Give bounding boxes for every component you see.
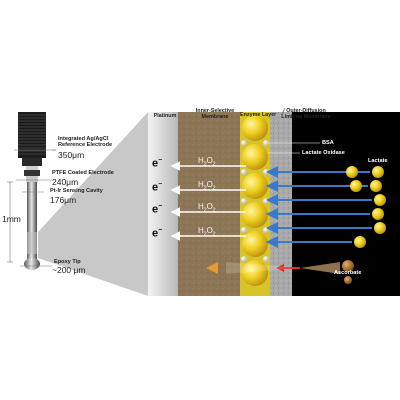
- electron-label: e−: [152, 227, 163, 240]
- ascorbate-transparent-wedge: [226, 262, 300, 274]
- reference-electrode-size: 350μm: [58, 150, 85, 160]
- ascorbate-rejected-arrow: [206, 262, 218, 274]
- ascorbate-wedge: [300, 262, 340, 274]
- h2o2-label: H2O2: [198, 226, 216, 238]
- outer-diffusion-header: Outer-Diffusion Limiting Membrane: [281, 108, 331, 120]
- ptfe-coated-shaft: [27, 182, 37, 260]
- inner-selective-membrane: [178, 112, 240, 296]
- epoxy-size: ~200 μm: [52, 265, 86, 275]
- lactate-oxidase-label: Lactate Oxidase: [302, 150, 345, 156]
- length-label: 1mm: [2, 214, 21, 224]
- cavity-label: Pt-Ir Sensing Cavity: [50, 188, 103, 194]
- electron-label: e−: [152, 181, 163, 194]
- electrode-collar: [22, 158, 42, 166]
- lactate-label: Lactate: [368, 158, 388, 164]
- reference-electrode-body: [18, 112, 46, 158]
- h2o2-arrows: [170, 161, 246, 241]
- outer-diffusion-membrane: [270, 112, 292, 296]
- ascorbate-label: Ascorbate: [334, 270, 362, 276]
- platinum-header: Platinum: [153, 113, 177, 119]
- lactate-molecules: [346, 166, 386, 248]
- enzyme-blobs: [242, 115, 268, 286]
- h2o2-label: H2O2: [198, 156, 216, 168]
- inner-selective-header: Inner-Selective Membrane: [195, 108, 235, 120]
- epoxy-label: Epoxy Tip: [54, 259, 81, 265]
- ptfe-label: PTFE Coated Electrode: [52, 170, 114, 176]
- bsa-label: BSA: [322, 140, 334, 146]
- cavity-size: 176μm: [50, 195, 77, 205]
- electron-label: e−: [152, 203, 163, 216]
- ascorbate-molecules: [342, 260, 354, 284]
- reference-electrode-label: Integrated Ag/AgCl Reference Electrode: [58, 136, 113, 149]
- magnification-cone: [38, 112, 148, 296]
- h2o2-label: H2O2: [198, 202, 216, 214]
- h2o2-label: H2O2: [198, 180, 216, 192]
- electron-label: e−: [152, 157, 163, 170]
- enzyme-header: Enzyme Layer: [240, 112, 277, 118]
- ptfe-size: 240μm: [52, 177, 79, 187]
- epoxy-tip: [24, 258, 40, 270]
- platinum-layer: [148, 112, 178, 296]
- bsa-particles: [241, 140, 269, 262]
